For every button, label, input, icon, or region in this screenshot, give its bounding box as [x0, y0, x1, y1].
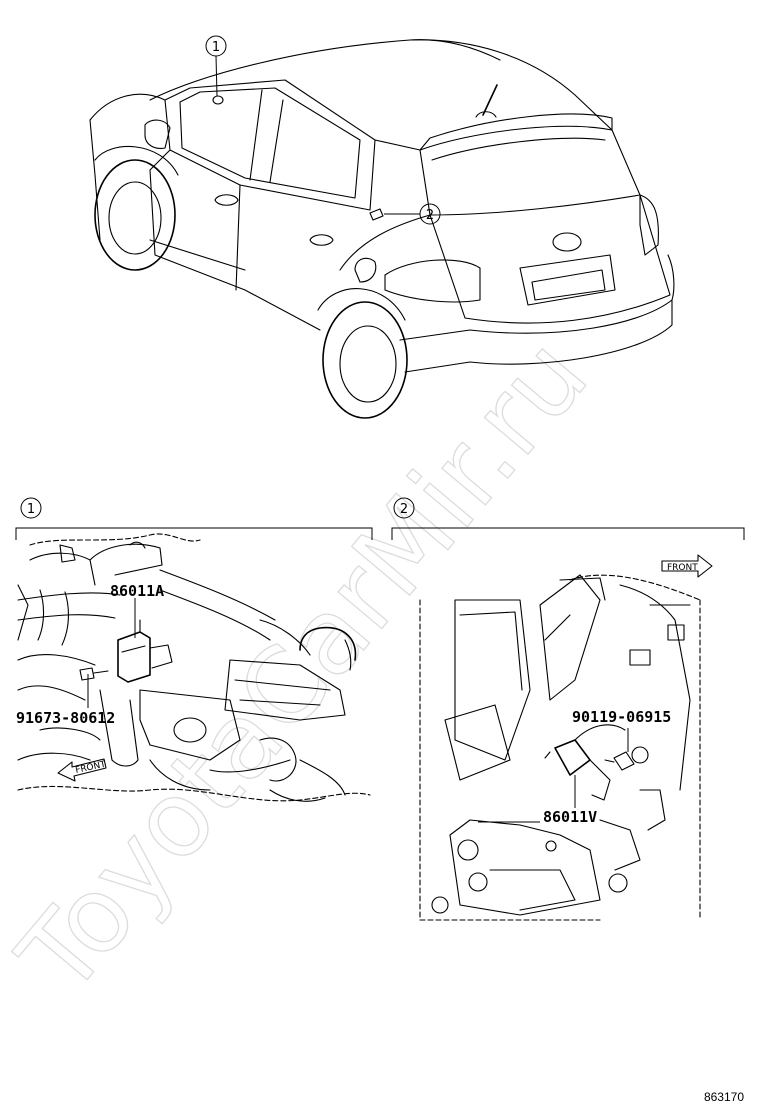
car-overview-illustration: [89, 39, 675, 419]
detail-1-engine-illustration: [17, 533, 371, 802]
detail-2-number: 2: [400, 502, 408, 517]
part-label-90119-06915: 90119-06915: [572, 708, 671, 726]
front-arrow-detail-1-label: FRONT: [75, 760, 108, 776]
overview-callout-2-number: 2: [426, 208, 434, 223]
detail-1-number: 1: [27, 502, 35, 517]
overview-callout-2: 2: [384, 203, 441, 225]
figure-id: 863170: [704, 1090, 744, 1104]
part-label-91673-80612: 91673-80612: [16, 709, 115, 727]
overview-callout-1: 1: [205, 35, 227, 97]
part-label-86011A: 86011A: [110, 582, 164, 600]
part-label-86011V: 86011V: [543, 808, 597, 826]
overview-callout-1-number: 1: [212, 40, 220, 55]
front-arrow-detail-1: FRONT: [57, 758, 108, 782]
detail-2-frame: 2: [391, 497, 745, 540]
front-arrow-detail-2-label: FRONT: [667, 563, 698, 573]
front-arrow-detail-2: FRONT: [661, 554, 713, 578]
detail-1-frame: 1: [15, 497, 373, 540]
detail-2-body-illustration: [419, 574, 701, 921]
